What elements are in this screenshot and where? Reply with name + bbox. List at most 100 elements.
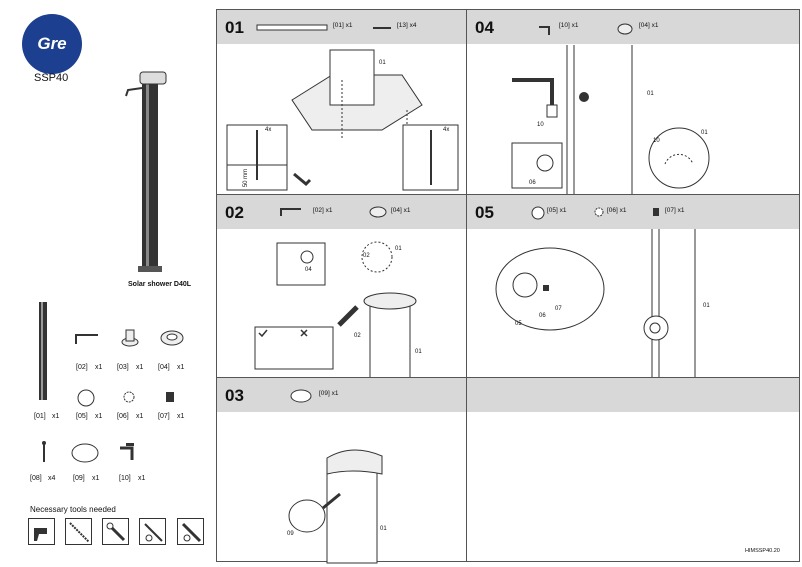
step-04-panel: 04 [10] x1 [04] x1 10 06 01 10 01 [466, 9, 800, 195]
step-02-header [217, 195, 466, 229]
flat-screwdriver-icon [177, 518, 204, 545]
step-number: 01 [225, 18, 244, 37]
part-code: [08] [30, 475, 42, 482]
pipe-install-drawing [337, 305, 359, 327]
part-qty: x1 [138, 475, 146, 482]
detail-right-drawing [402, 124, 459, 191]
qty-label: 4x [443, 127, 450, 133]
part-ref: [04] x1 [391, 207, 411, 214]
column-top-drawing [363, 292, 417, 380]
pipe-part-icon [75, 334, 98, 344]
part-qty: x4 [48, 475, 56, 482]
part-code: [06] [117, 413, 129, 420]
part-code: [02] [76, 364, 88, 371]
part-ref: [05] x1 [547, 207, 567, 214]
step-number: 05 [475, 203, 494, 222]
cap-detail-circle [495, 247, 605, 331]
step-03-panel: 03 [09] x1 01 09 [216, 377, 467, 564]
gasket-detail-drawing [511, 142, 563, 189]
callout-label: 01 [415, 349, 422, 355]
nut-part-icon [594, 207, 604, 217]
showerhead-part-icon [290, 389, 312, 403]
part-qty: x1 [136, 364, 144, 371]
part-code: [10] [119, 475, 131, 482]
empty-panel-header [467, 378, 799, 412]
callout-label: 01 [647, 91, 654, 97]
part-qty: x1 [52, 413, 60, 420]
part-ref: [13] x4 [397, 22, 417, 29]
step-02-panel: 02 [02] x1 [04] x1 04 02 02 01 01 [216, 194, 467, 380]
gre-logo: Gre [22, 14, 82, 74]
drill-icon [28, 518, 55, 545]
callout-label: 01 [380, 526, 387, 532]
part-ref: [02] x1 [313, 207, 333, 214]
pipe-detail-circle [361, 241, 393, 273]
callout-label: 01 [395, 246, 402, 252]
cap-part-icon [77, 389, 95, 407]
part-qty: x1 [177, 413, 185, 420]
tap-detail-circle [648, 127, 710, 189]
column-section-drawing [651, 229, 696, 379]
part-ref: [10] x1 [559, 22, 579, 29]
column-section-drawing [566, 45, 633, 195]
screwdriver-icon [139, 518, 166, 545]
column-part-icon [256, 24, 328, 31]
column-head-drawing [326, 449, 383, 564]
step-05-panel: 05 [05] x1 [06] x1 [07] x1 01 07 05 06 [466, 194, 800, 379]
logo-text: Gre [37, 34, 67, 53]
callout-label: 01 [701, 130, 708, 136]
callout-label: 01 [379, 60, 386, 66]
part-qty: x1 [95, 413, 103, 420]
wrench-icon [102, 518, 129, 545]
part-code: [05] [76, 413, 88, 420]
nut-part-icon [123, 391, 135, 403]
showerhead-install-drawing [288, 492, 341, 533]
callout-label: 07 [555, 306, 562, 312]
callout-label: 10 [653, 138, 660, 144]
callout-label: 09 [287, 531, 294, 537]
part-qty: x1 [136, 413, 144, 420]
gasket-detail-drawing [276, 242, 326, 286]
pipe-part-icon [280, 208, 301, 216]
part-ref: [09] x1 [319, 390, 339, 397]
part-qty: x1 [95, 364, 103, 371]
tap-install-drawing [512, 78, 558, 118]
cap-installed-icon [643, 315, 669, 341]
step-05-header [467, 195, 799, 229]
showerhead-part-icon [71, 443, 99, 463]
solar-shower-drawing [125, 71, 167, 272]
shower-column-part-icon [39, 302, 47, 400]
step-03-header [217, 378, 466, 412]
part-code: [03] [117, 364, 129, 371]
callout-label: 10 [537, 122, 544, 128]
part-ref: [06] x1 [607, 207, 627, 214]
empty-panel [466, 377, 800, 562]
step-04-header [467, 10, 799, 44]
part-qty: x1 [177, 364, 185, 371]
part-ref: [01] x1 [333, 22, 353, 29]
tools-title: Necessary tools needed [30, 505, 116, 514]
part-qty: x1 [92, 475, 100, 482]
plug-part-icon [653, 208, 659, 216]
correct-wrong-detail-drawing [254, 326, 334, 370]
callout-label: 01 [703, 303, 710, 309]
callout-label: 02 [354, 333, 361, 339]
callout-label: 06 [539, 313, 546, 319]
model-name: SSP40 [34, 72, 69, 84]
gasket-part-icon [617, 23, 633, 35]
cap-part-icon [531, 206, 545, 220]
gasket-part-icon [160, 330, 184, 346]
dimension-label: 50 mm [243, 168, 250, 188]
part-code: [01] [34, 413, 46, 420]
tap-part-icon [539, 26, 550, 35]
connector-part-icon [121, 329, 139, 347]
part-ref: [07] x1 [665, 207, 685, 214]
qty-label: 4x [265, 127, 272, 133]
plug-part-icon [166, 392, 174, 402]
callout-label: 06 [529, 180, 536, 186]
part-code: [09] [73, 475, 85, 482]
part-ref: [04] x1 [639, 22, 659, 29]
part-code: [04] [158, 364, 170, 371]
step-01-panel: 01 [01] x1 [13] x4 01 4x 50 mm 4x [216, 9, 467, 195]
gasket-part-icon [369, 206, 387, 218]
